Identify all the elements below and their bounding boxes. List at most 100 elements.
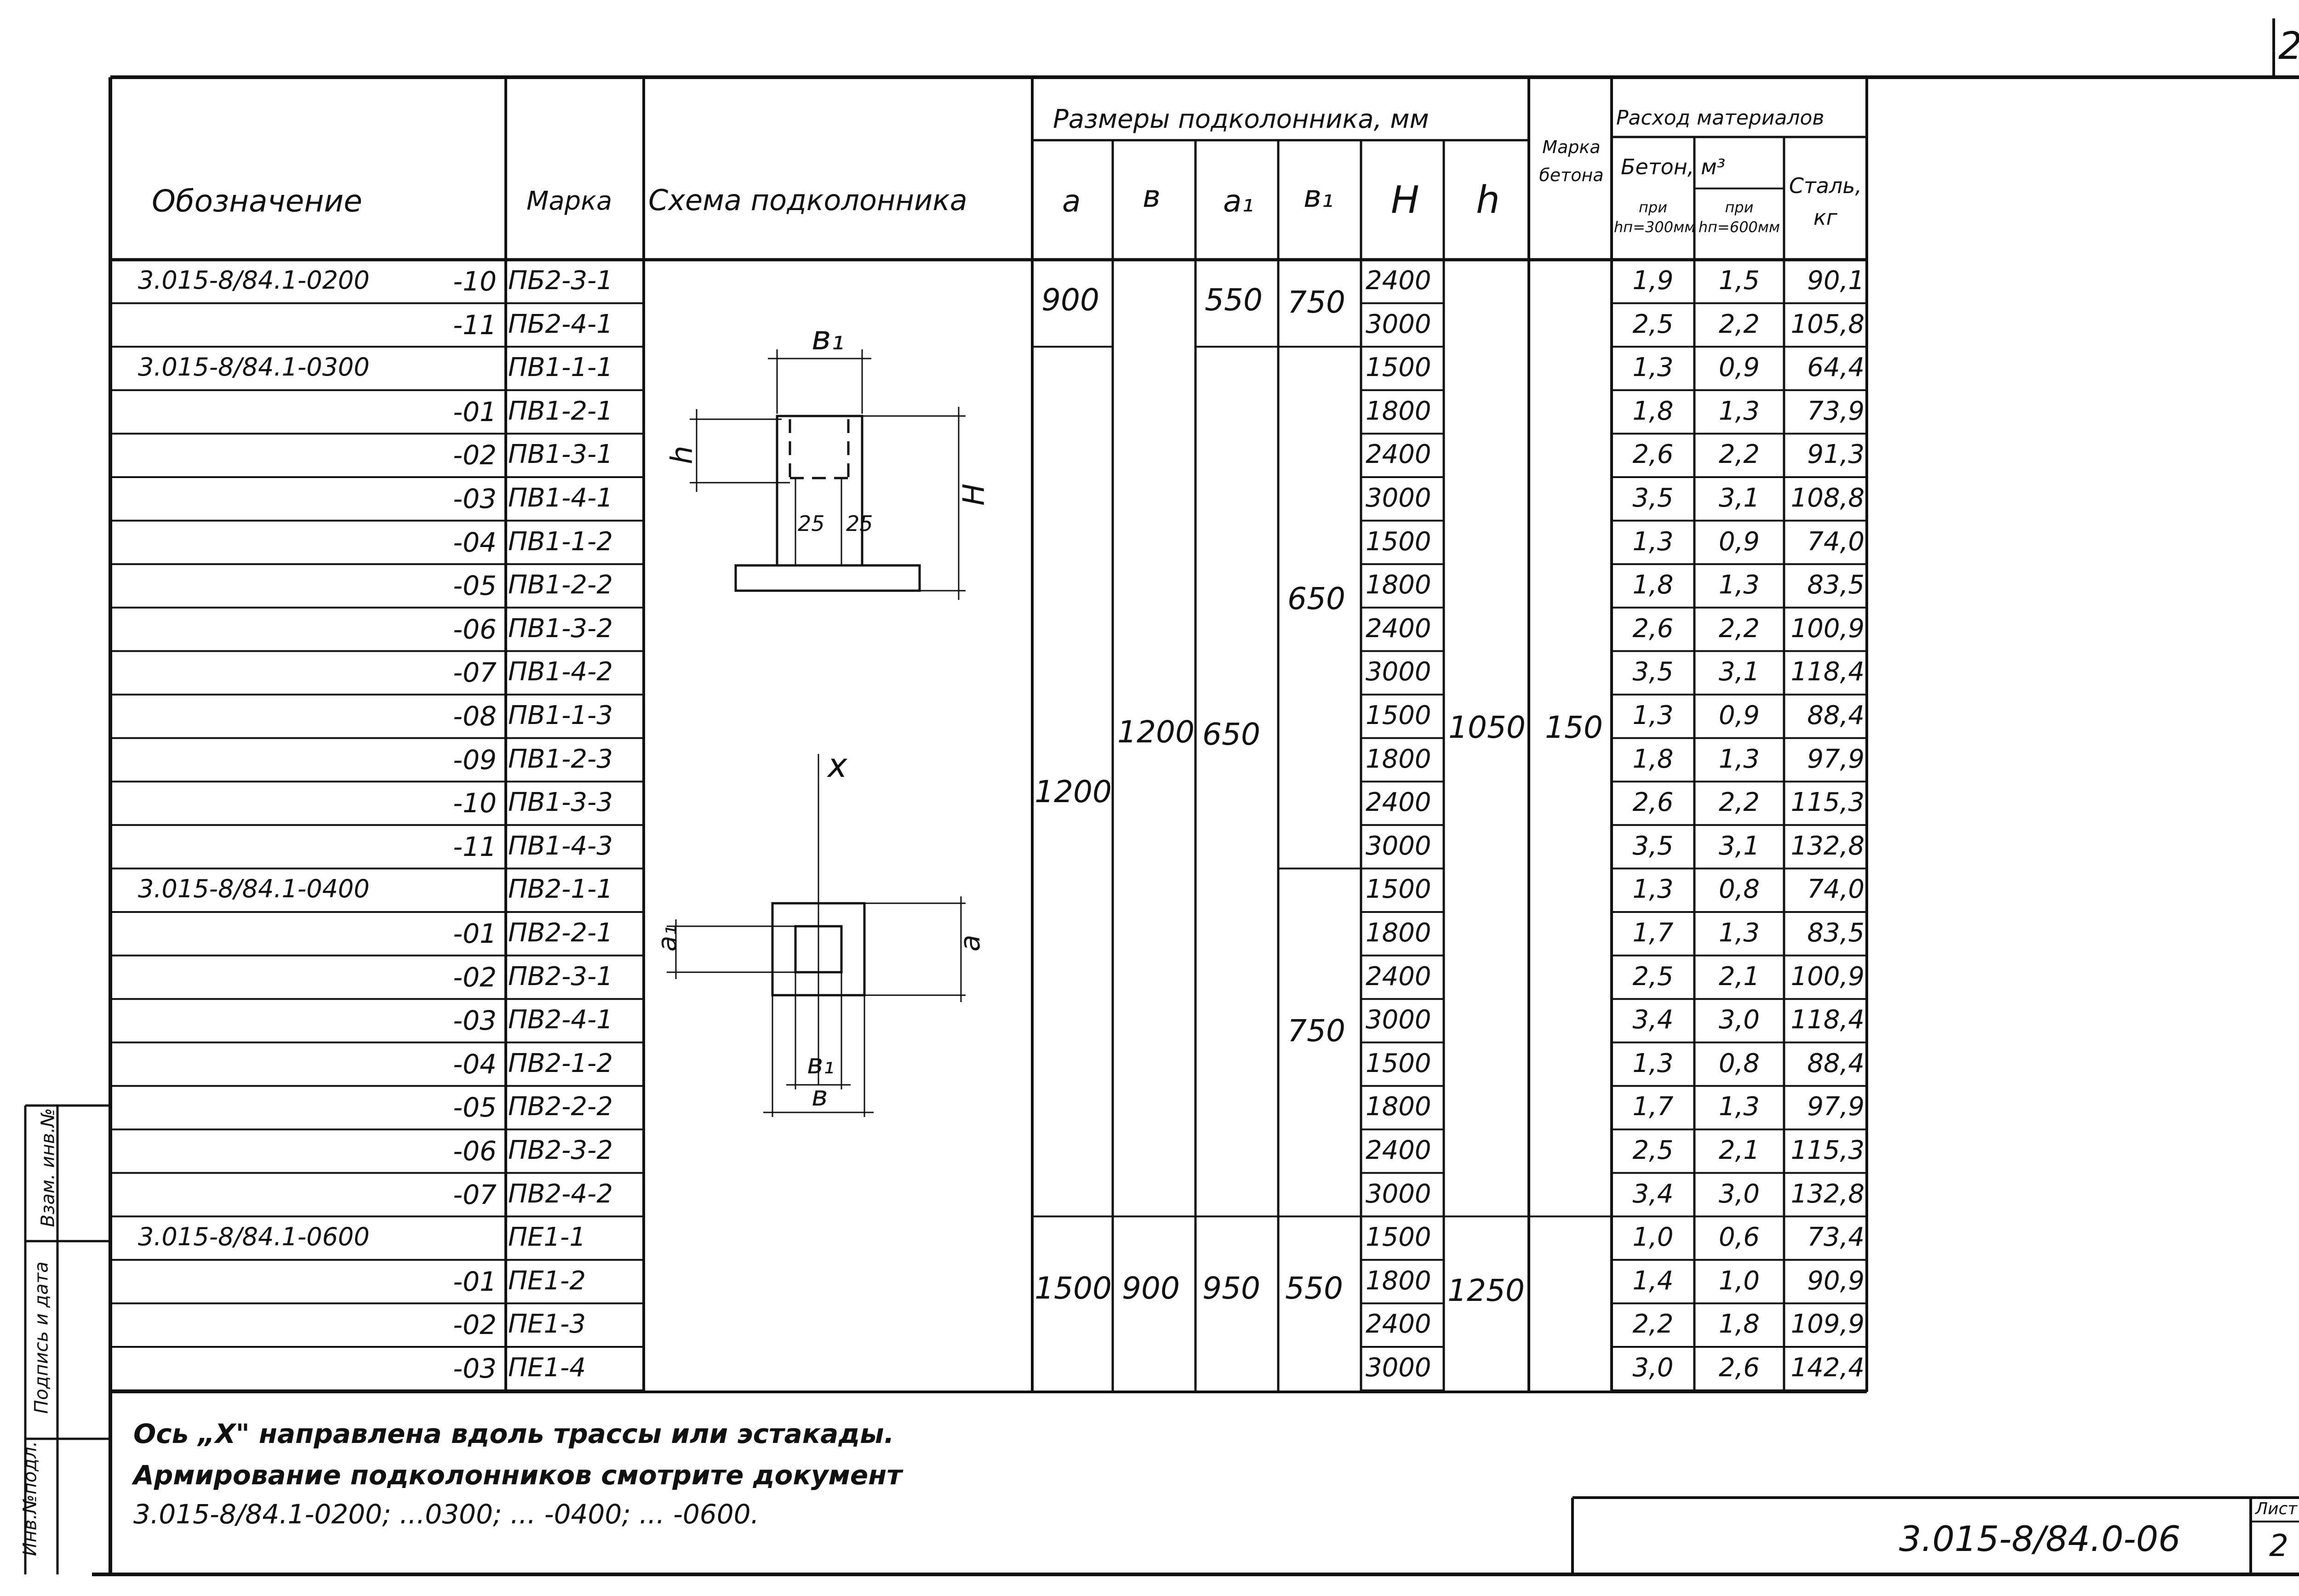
row-mark: ПВ1-2-2: [508, 570, 613, 600]
row-mark: ПВ1-2-3: [508, 744, 613, 774]
header-col-a1: a₁: [1223, 183, 1254, 219]
row-mark: ПБ2-3-1: [508, 266, 613, 296]
header-scheme: Схема подколонника: [648, 183, 967, 217]
row-concrete-600: 1,5: [1718, 266, 1760, 296]
row-concrete-600: 0,9: [1718, 701, 1760, 730]
row-H: 3000: [1366, 1005, 1431, 1035]
row-suffix: -11: [453, 831, 497, 862]
row-concrete-600: 0,6: [1718, 1222, 1760, 1253]
cell-a-1500: 1500: [1035, 1271, 1112, 1306]
scheme-label-25a: 25: [798, 511, 825, 536]
row-steel: 73,4: [1807, 1222, 1864, 1253]
row-suffix: -11: [453, 309, 497, 341]
cell-a1-650: 650: [1202, 717, 1260, 752]
cell-h-1250: 1250: [1447, 1273, 1525, 1308]
row-concrete-300: 1,9: [1632, 266, 1674, 296]
row-steel: 118,4: [1790, 657, 1864, 687]
scheme-label-b1-top: в₁: [812, 319, 844, 357]
row-mark: ПЕ1-2: [508, 1265, 586, 1296]
row-concrete-300: 3,4: [1632, 1179, 1674, 1209]
row-H: 1800: [1366, 570, 1431, 600]
row-concrete-300: 2,6: [1632, 787, 1674, 818]
row-suffix: -04: [453, 1048, 497, 1080]
row-mark: ПВ1-1-3: [508, 701, 613, 730]
row-suffix: -06: [453, 1135, 497, 1167]
row-steel: 88,4: [1807, 1048, 1864, 1078]
row-suffix: -08: [453, 701, 497, 732]
row-suffix: -02: [453, 961, 497, 993]
row-H: 2400: [1366, 266, 1431, 296]
header-concrete: Бетон, м³: [1621, 154, 1726, 179]
row-H: 1800: [1366, 396, 1431, 426]
row-mark: ПВ2-1-2: [508, 1048, 613, 1078]
row-suffix: -09: [453, 744, 497, 775]
row-mark: ПВ2-4-2: [508, 1179, 613, 1209]
row-H: 2400: [1366, 613, 1431, 644]
row-mark: ПВ1-4-1: [508, 483, 613, 513]
row-mark: ПВ1-3-2: [508, 613, 613, 644]
row-H: 2400: [1366, 961, 1431, 992]
stamp-code: 3.015-8/84.0-06: [1899, 1518, 2181, 1559]
row-steel: 88,4: [1807, 701, 1864, 730]
row-concrete-600: 2,2: [1718, 787, 1760, 818]
row-concrete-600: 1,3: [1718, 744, 1760, 774]
row-steel: 74,0: [1807, 526, 1864, 557]
row-steel: 142,4: [1790, 1353, 1864, 1383]
row-mark: ПВ1-4-3: [508, 831, 613, 861]
row-concrete-300: 1,8: [1632, 396, 1674, 426]
header-dims-group: Размеры подколонника, мм: [1053, 104, 1429, 134]
row-concrete-600: 2,1: [1718, 1135, 1760, 1165]
row-H: 3000: [1366, 1179, 1431, 1209]
row-concrete-300: 1,7: [1632, 1092, 1674, 1122]
row-mark: ПВ2-3-1: [508, 961, 613, 992]
row-suffix: -03: [453, 1353, 497, 1384]
row-steel: 118,4: [1790, 1005, 1864, 1035]
row-concrete-600: 2,6: [1718, 1353, 1760, 1383]
row-H: 1500: [1366, 701, 1431, 730]
header-materials-group: Расход материалов: [1616, 106, 1824, 130]
row-suffix: -02: [453, 1309, 497, 1341]
cell-b-1200: 1200: [1117, 714, 1195, 750]
row-designation: 3.015-8/84.1-0300: [138, 353, 370, 382]
side-sign-date: Подпись и дата: [31, 1261, 52, 1414]
row-H: 3000: [1366, 1353, 1431, 1383]
cell-a-1200: 1200: [1035, 774, 1112, 809]
row-suffix: -05: [453, 1092, 497, 1123]
row-designation: 3.015-8/84.1-0200: [138, 266, 370, 295]
row-designation: 3.015-8/84.1-0600: [138, 1222, 370, 1252]
row-suffix: -05: [453, 570, 497, 602]
row-H: 1800: [1366, 1092, 1431, 1122]
row-suffix: -07: [453, 1179, 497, 1210]
header-steel: Сталь, кг: [1789, 173, 1862, 230]
row-mark: ПВ1-3-1: [508, 439, 613, 470]
row-concrete-300: 3,5: [1632, 657, 1674, 687]
row-H: 3000: [1366, 831, 1431, 861]
row-steel: 115,3: [1790, 787, 1864, 818]
row-concrete-600: 0,9: [1718, 353, 1760, 383]
row-designation: 3.015-8/84.1-0400: [138, 874, 370, 904]
scheme-label-a1: a₁: [652, 925, 682, 952]
row-concrete-600: 1,3: [1718, 1092, 1760, 1122]
scheme-plan: x a₁ a в₁ в: [652, 746, 986, 1117]
row-suffix: -01: [453, 918, 497, 949]
cell-b1-650: 650: [1287, 581, 1345, 616]
row-steel: 91,3: [1807, 439, 1864, 470]
row-concrete-600: 1,3: [1718, 918, 1760, 948]
header-col-h: h: [1476, 178, 1500, 222]
note-reinforcement: Армирование подколонников смотрите докум…: [133, 1459, 902, 1491]
row-suffix: -03: [453, 483, 497, 514]
row-concrete-300: 1,3: [1632, 526, 1674, 557]
row-concrete-300: 2,5: [1632, 1135, 1674, 1165]
row-suffix: -03: [453, 1005, 497, 1037]
note-axis: Ось „X" направлена вдоль трассы или эста…: [133, 1418, 894, 1449]
note-documents: 3.015-8/84.1-0200; ...0300; ... -0400; .…: [133, 1499, 759, 1530]
scheme-label-a: a: [954, 935, 986, 952]
header-concrete-grade: Марка бетона: [1539, 137, 1604, 185]
row-mark: ПВ1-3-3: [508, 787, 613, 818]
scheme-label-H: H: [957, 484, 991, 506]
row-steel: 73,9: [1807, 396, 1864, 426]
row-H: 1500: [1366, 874, 1431, 905]
row-steel: 105,8: [1790, 309, 1864, 339]
row-H: 1800: [1366, 744, 1431, 774]
row-H: 1500: [1366, 1048, 1431, 1078]
